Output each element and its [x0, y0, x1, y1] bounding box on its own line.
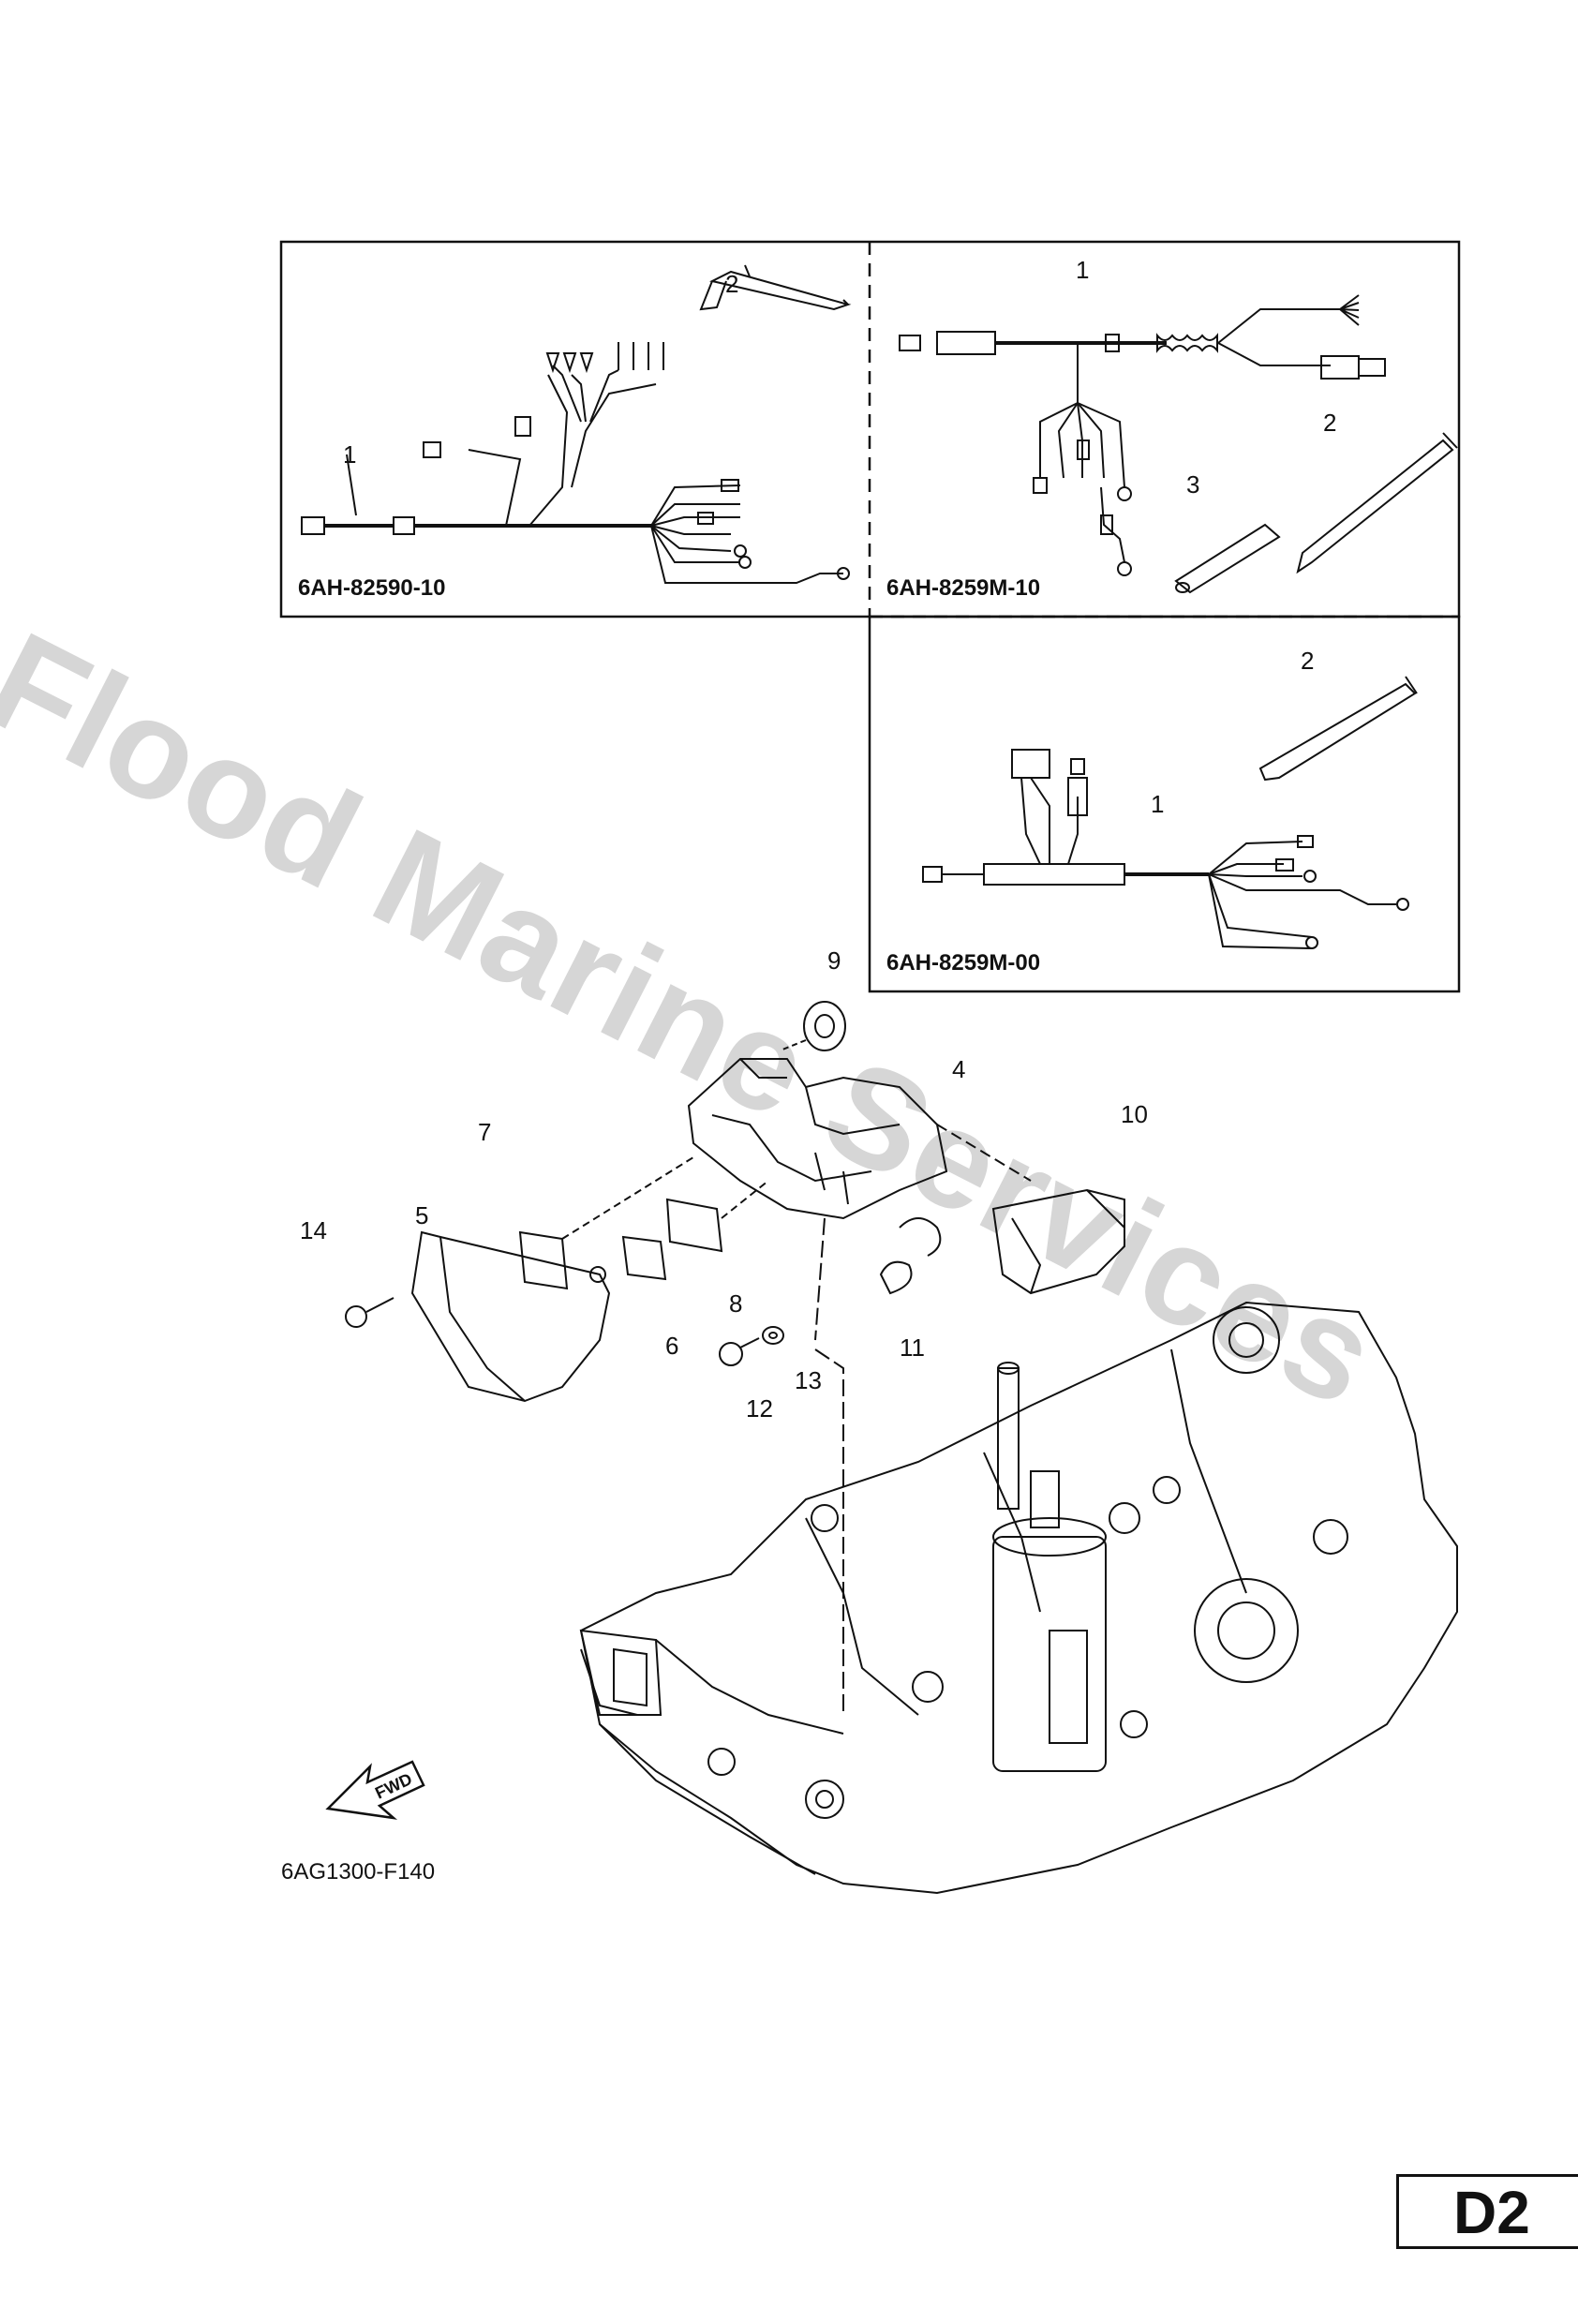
inset-1-part-number: 6AH-82590-10: [298, 575, 446, 601]
callout-14: 14: [300, 1216, 327, 1244]
exploded-components: [345, 1001, 1125, 1715]
callout-10: 10: [1121, 1100, 1148, 1128]
callout-inset2-2: 2: [1323, 409, 1337, 437]
figure-code: 6AG1300-F140: [281, 1859, 436, 1885]
inset-3-part-number: 6AH-8259M-00: [886, 950, 1041, 976]
callout-8: 8: [729, 1289, 743, 1318]
fwd-arrow-icon: [325, 1760, 425, 1820]
callout-inset2-1: 1: [1076, 256, 1090, 284]
callout-6: 6: [665, 1332, 679, 1360]
inset-3-wire-harness: [922, 676, 1418, 949]
callout-inset2-3: 3: [1186, 470, 1200, 499]
callout-7: 7: [478, 1118, 492, 1146]
callout-5: 5: [415, 1201, 429, 1229]
callout-9: 9: [827, 946, 841, 975]
page-tab: D2: [1396, 2174, 1578, 2249]
callout-inset3-2: 2: [1301, 647, 1315, 675]
callout-4: 4: [952, 1055, 966, 1083]
callout-inset1-1: 1: [343, 440, 357, 469]
inset-2-wire-harness: [899, 294, 1458, 594]
callout-11: 11: [900, 1333, 925, 1362]
callout-inset1-2: 2: [725, 270, 739, 298]
inset-2-part-number: 6AH-8259M-10: [886, 575, 1041, 601]
page-tab-label: D2: [1453, 2179, 1530, 2246]
callout-12: 12: [746, 1394, 773, 1423]
callout-13: 13: [795, 1366, 822, 1394]
callout-inset3-1: 1: [1151, 790, 1165, 818]
inset-1-wire-harness: [301, 264, 852, 584]
engine-block-drawing: [579, 1301, 1458, 1895]
inset-frames: [279, 240, 1461, 993]
